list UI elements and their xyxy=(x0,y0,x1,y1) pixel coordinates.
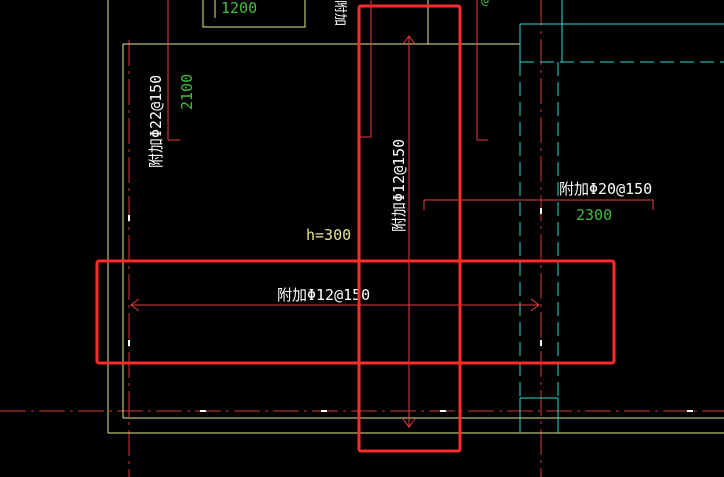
beam-lines xyxy=(519,0,724,433)
left-rebar-label: 附加Φ22@150 xyxy=(147,75,165,168)
highlight-box-vertical[interactable] xyxy=(357,4,462,453)
rebar-right-vertical xyxy=(476,0,488,141)
highlight-boxes xyxy=(95,4,616,453)
rebar-horizontal-left-hook xyxy=(130,298,140,312)
tick-marks xyxy=(128,208,693,412)
right-length-label: 2300 xyxy=(576,206,612,224)
wall-outlines xyxy=(107,0,724,434)
left-length-label: 2100 xyxy=(178,74,196,110)
rebar-center-bottom-hook xyxy=(402,418,416,428)
horizontal-rebar-label: 附加Φ12@150 xyxy=(277,286,370,304)
rebar-right-horizontal xyxy=(423,199,654,210)
rebar-center-top-hook xyxy=(402,35,416,45)
top-length-label: 1200 xyxy=(221,0,257,17)
center-vertical-rebar-label: 附加Φ12@150 xyxy=(390,139,408,232)
wall-top-opening xyxy=(202,0,306,28)
top-right-partial-label: @ xyxy=(481,0,489,8)
top-rebar-partial-label: 附加 xyxy=(332,0,347,26)
slab-thickness-label: h=300 xyxy=(306,226,351,244)
rebar-left-vertical xyxy=(167,0,180,141)
wall-top-right xyxy=(427,0,520,45)
rebar-center-left-vertical xyxy=(360,0,372,138)
annotations: 1200 附加 @ 附加Φ22@150 2100 附加Φ12@150 附加Φ20… xyxy=(147,0,652,304)
highlight-box-horizontal[interactable] xyxy=(95,259,616,365)
right-rebar-label: 附加Φ20@150 xyxy=(559,180,652,198)
rebar-horizontal-right-hook xyxy=(530,298,540,312)
